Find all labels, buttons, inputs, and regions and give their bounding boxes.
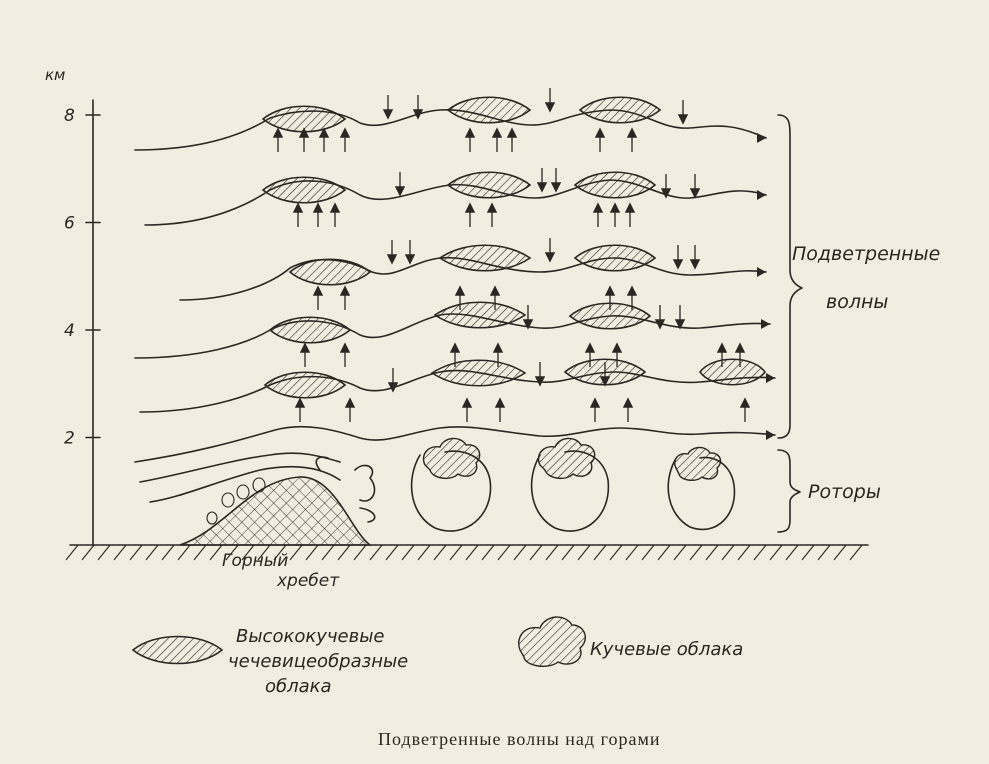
cumulus-clouds (422, 437, 722, 481)
figure-caption: Подветренные волны над горами (378, 729, 661, 749)
lenticular-cloud (573, 171, 657, 199)
axis-tick-label: 2 (64, 429, 75, 449)
braces (777, 114, 803, 533)
altitude-axis: км 8 6 4 2 (45, 66, 101, 546)
flow-arrowhead (757, 267, 766, 277)
legend-cumulus-label: Кучевые облака (590, 639, 743, 660)
ground (65, 544, 869, 561)
rotors-label: Роторы (808, 481, 881, 503)
rotors-brace (777, 449, 801, 533)
lenticular-cloud (288, 258, 372, 286)
flow-arrowhead (757, 133, 766, 143)
flow-arrowhead (761, 319, 770, 329)
lenticular-cloud (446, 96, 532, 124)
rotor-swirl-3 (359, 507, 376, 523)
lenticular-cloud (578, 96, 662, 124)
lenticular-cloud (568, 302, 652, 330)
lenticular-cloud (573, 244, 657, 272)
mountain-ridge (179, 476, 373, 546)
legend-lenticular-line3: облака (265, 676, 332, 697)
streamline-8km (134, 109, 767, 151)
lenticular-clouds (261, 96, 766, 399)
legend-cumulus-swatch (518, 616, 586, 668)
axis-tick-label: 4 (64, 321, 75, 341)
ridge-small-clouds (206, 477, 266, 525)
axis-tick-label: 8 (64, 106, 75, 126)
rotor-3 (667, 456, 736, 531)
flow-arrowhead (757, 190, 766, 200)
axis-tick-label: 6 (64, 214, 75, 234)
lenticular-cloud (438, 244, 532, 272)
flow-arrowhead (766, 430, 775, 440)
lenticular-cloud (261, 176, 347, 204)
lee-waves-label-line1: Подветренные (792, 243, 940, 265)
legend: Высококучевые чечевицеобразные облака Ку… (131, 616, 743, 697)
rotors (315, 450, 736, 532)
legend-lenticular-line2: чечевицеобразные (228, 651, 408, 672)
lenticular-cloud (433, 301, 527, 329)
lee-waves-brace (777, 114, 803, 439)
cumulus-cloud-2 (537, 437, 596, 480)
legend-lenticular-swatch (131, 635, 224, 665)
lenticular-cloud (261, 105, 347, 133)
cumulus-cloud-3 (674, 446, 722, 481)
lenticular-cloud (268, 316, 352, 344)
lee-waves-label-line2: волны (826, 291, 888, 313)
axis-unit-label: км (45, 66, 65, 84)
cumulus-cloud-1 (422, 437, 481, 480)
rotor-swirl-2 (354, 464, 376, 502)
ridge-label-line1: Горный (222, 551, 288, 571)
flow-arrowhead (766, 373, 775, 383)
rotor-swirl-1 (315, 456, 329, 471)
lenticular-cloud (446, 171, 532, 199)
flow-arrowheads (757, 133, 775, 440)
streamline-low-1 (139, 452, 341, 483)
streamline-2km (134, 425, 776, 463)
lenticular-cloud (699, 358, 766, 386)
lenticular-cloud (263, 371, 347, 399)
lenticular-cloud (430, 359, 527, 387)
legend-lenticular-line1: Высококучевые (236, 626, 384, 647)
streamline-low-2 (149, 465, 341, 503)
vertical-motion-arrows (272, 88, 751, 422)
ridge-label-line2: хребет (276, 571, 340, 591)
